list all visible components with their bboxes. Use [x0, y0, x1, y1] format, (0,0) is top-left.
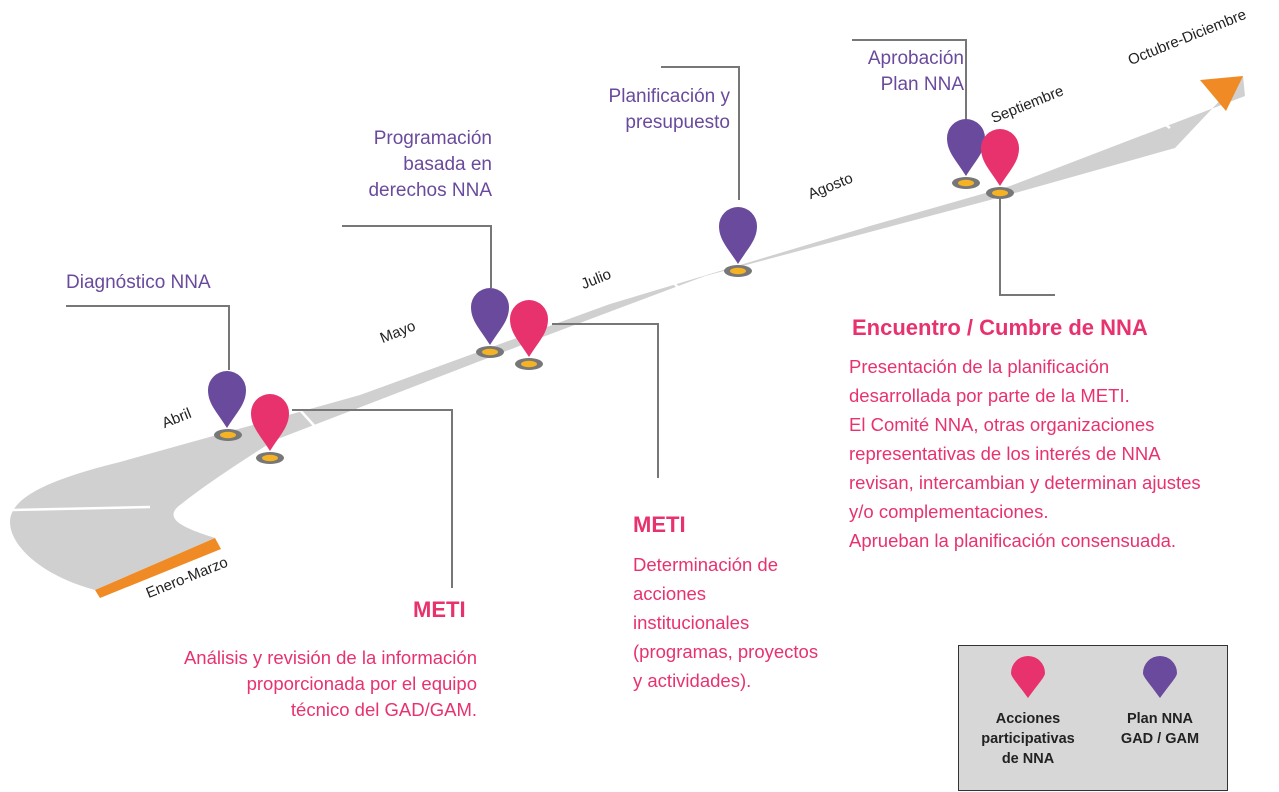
legend: Acciones participativas de NNA Plan NNA …	[958, 645, 1228, 791]
road-start-orange	[95, 538, 221, 598]
milestone-diagnostico: Diagnóstico NNA	[66, 272, 211, 293]
road-end-orange	[1200, 76, 1243, 111]
legend-item-pink: Acciones participativas de NNA	[963, 656, 1093, 769]
legend-label-purple: Plan NNA GAD / GAM	[1120, 711, 1200, 747]
milestone-planificacion: Planificación y presupuesto	[608, 86, 730, 133]
milestone-aprobacion: Aprobación Plan NNA	[867, 48, 964, 95]
pin-pink-encuentro	[981, 129, 1019, 186]
connector-lines	[66, 39, 1055, 588]
connector-aprobacion	[852, 39, 967, 120]
legend-label-pink: Acciones participativas de NNA	[981, 711, 1075, 767]
milestone-programacion: Programación basada en derechos NNA	[368, 128, 492, 201]
pink-pin-icon	[1011, 656, 1045, 698]
meti-1-title: METI	[413, 597, 466, 622]
pin-purple-planificacion	[719, 207, 757, 264]
connector-diagnostico	[66, 305, 230, 370]
legend-item-purple: Plan NNA GAD / GAM	[1095, 656, 1225, 749]
connector-planificacion	[661, 66, 740, 200]
connector-encuentro	[999, 190, 1055, 296]
meti-2-title: METI	[633, 512, 686, 537]
pin-purple-diagnostico	[208, 371, 246, 428]
purple-pin-icon	[1143, 656, 1177, 698]
marker-bases	[214, 177, 1014, 464]
pin-purple-aprobacion	[947, 119, 985, 176]
timeline-road	[10, 76, 1245, 590]
meti-1-body: Análisis y revisión de la información pr…	[183, 647, 477, 720]
pin-purple-programacion	[471, 288, 509, 345]
encuentro-title: Encuentro / Cumbre de NNA	[852, 315, 1148, 340]
connector-meti-1	[292, 409, 453, 588]
connector-programacion	[342, 225, 492, 288]
road-dividers	[11, 90, 1171, 512]
meti-2-body: Determinación de acciones institucionale…	[633, 554, 819, 691]
pin-pink-meti-2	[510, 300, 548, 357]
encuentro-body: Presentación de la planificación desarro…	[849, 356, 1201, 551]
connector-meti-2	[552, 323, 659, 478]
